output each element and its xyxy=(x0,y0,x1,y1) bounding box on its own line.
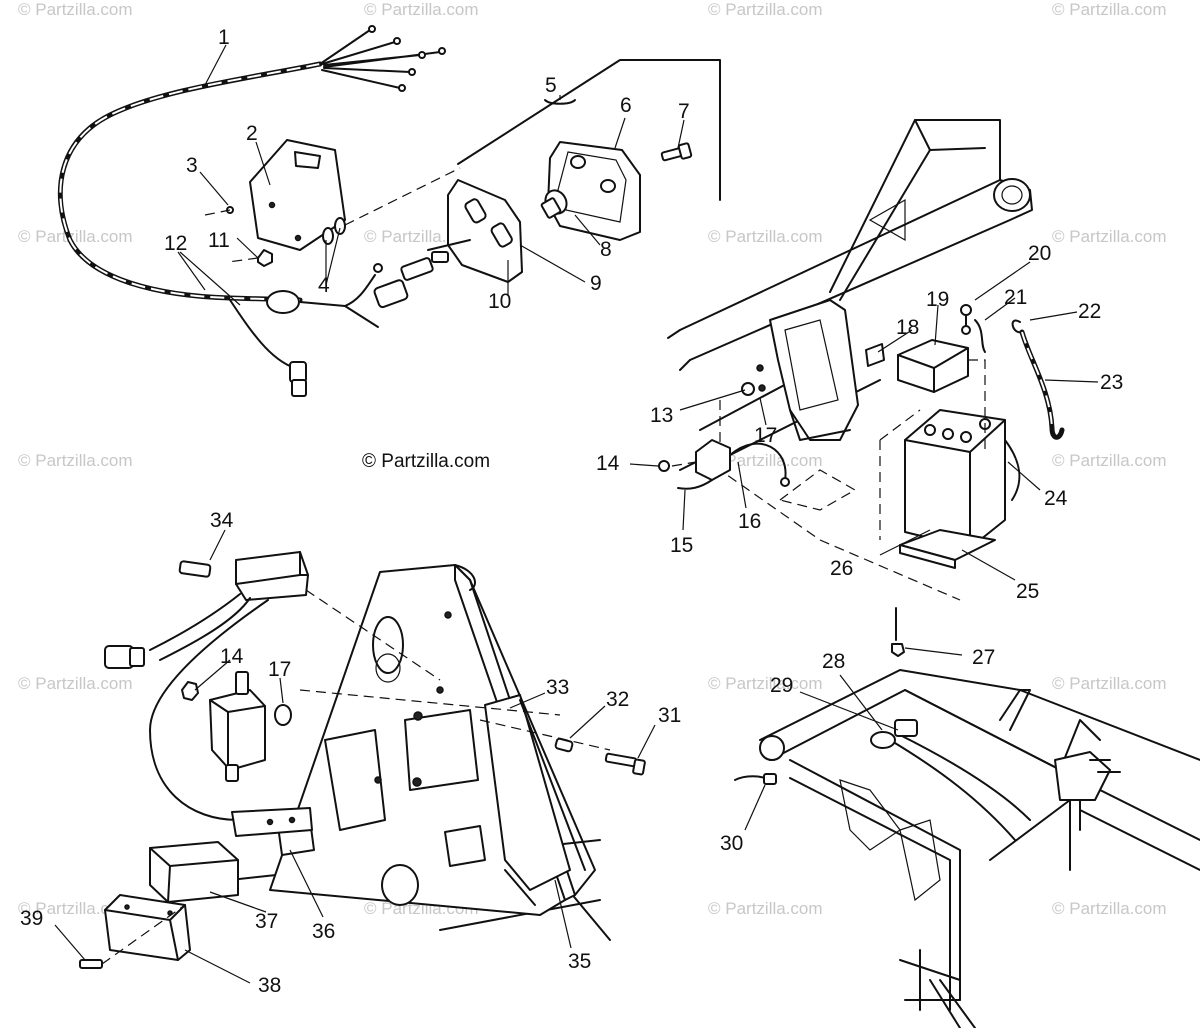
callout-11: 11 xyxy=(208,229,230,252)
watermark: © Partzilla.com xyxy=(1052,451,1167,470)
watermark: © Partzilla.com xyxy=(1052,674,1167,693)
watermark: © Partzilla.com xyxy=(18,899,133,918)
watermark: © Partzilla.com xyxy=(18,674,133,693)
watermark: © Partzilla.com xyxy=(708,451,823,470)
callout-7: 7 xyxy=(678,100,690,123)
watermark: © Partzilla.com xyxy=(1052,899,1167,918)
watermark: © Partzilla.com xyxy=(18,0,133,19)
electrical-box-assembly xyxy=(79,551,646,969)
watermark: © Partzilla.com xyxy=(1052,0,1167,19)
watermark: © Partzilla.com xyxy=(18,451,133,470)
callout-37: 37 xyxy=(255,910,278,933)
callout-8: 8 xyxy=(600,238,612,261)
callout-31: 31 xyxy=(658,704,681,727)
callout-17b: 17 xyxy=(268,658,291,681)
callout-38: 38 xyxy=(258,974,281,997)
wiring-harness-assembly xyxy=(57,25,721,397)
callout-23: 23 xyxy=(1100,371,1123,394)
callout-19: 19 xyxy=(926,288,949,311)
callout-30: 30 xyxy=(720,832,743,855)
watermark: © Partzilla.com xyxy=(364,0,479,19)
callout-15: 15 xyxy=(670,534,693,557)
callout-34: 34 xyxy=(210,509,234,532)
callout-33: 33 xyxy=(546,676,569,699)
callout-labels: 1 2 3 4 5 6 7 8 9 10 11 12 13 14 15 16 1… xyxy=(20,26,1123,997)
callout-32: 32 xyxy=(606,688,629,711)
callout-17: 17 xyxy=(754,424,777,447)
callout-18: 18 xyxy=(896,316,919,339)
callout-5: 5 xyxy=(545,74,557,97)
callout-36: 36 xyxy=(312,920,335,943)
watermark: © Partzilla.com xyxy=(1052,227,1167,246)
callout-28: 28 xyxy=(822,650,845,673)
callout-12: 12 xyxy=(164,232,187,255)
callout-3: 3 xyxy=(186,154,198,177)
callout-6: 6 xyxy=(620,94,632,117)
callout-21: 21 xyxy=(1004,286,1027,309)
callout-22: 22 xyxy=(1078,300,1101,323)
callout-13: 13 xyxy=(650,404,673,427)
watermark: © Partzilla.com xyxy=(708,227,823,246)
leader-lines xyxy=(54,44,1099,984)
callout-1: 1 xyxy=(218,26,230,49)
copyright-notice: © Partzilla.com xyxy=(362,451,490,472)
callout-16: 16 xyxy=(738,510,761,533)
callout-29: 29 xyxy=(770,674,793,697)
watermark: © Partzilla.com xyxy=(708,899,823,918)
frame-assembly xyxy=(734,607,1200,1028)
callout-26: 26 xyxy=(830,557,853,580)
callout-39: 39 xyxy=(20,907,43,930)
callout-25: 25 xyxy=(1016,580,1039,603)
callout-4: 4 xyxy=(318,274,330,297)
watermark: © Partzilla.com xyxy=(18,227,133,246)
callout-20: 20 xyxy=(1028,242,1051,265)
callout-10: 10 xyxy=(488,290,511,313)
battery-assembly xyxy=(658,119,1065,601)
watermarks: © Partzilla.com © Partzilla.com © Partzi… xyxy=(18,0,1167,918)
callout-35: 35 xyxy=(568,950,591,973)
watermark: © Partzilla.com xyxy=(708,0,823,19)
callout-27: 27 xyxy=(972,646,995,669)
callout-14b: 14 xyxy=(220,645,244,668)
callout-14: 14 xyxy=(596,452,620,475)
watermark: © Partzilla.com xyxy=(708,674,823,693)
callout-24: 24 xyxy=(1044,487,1068,510)
callout-2: 2 xyxy=(246,122,258,145)
callout-9: 9 xyxy=(590,272,602,295)
